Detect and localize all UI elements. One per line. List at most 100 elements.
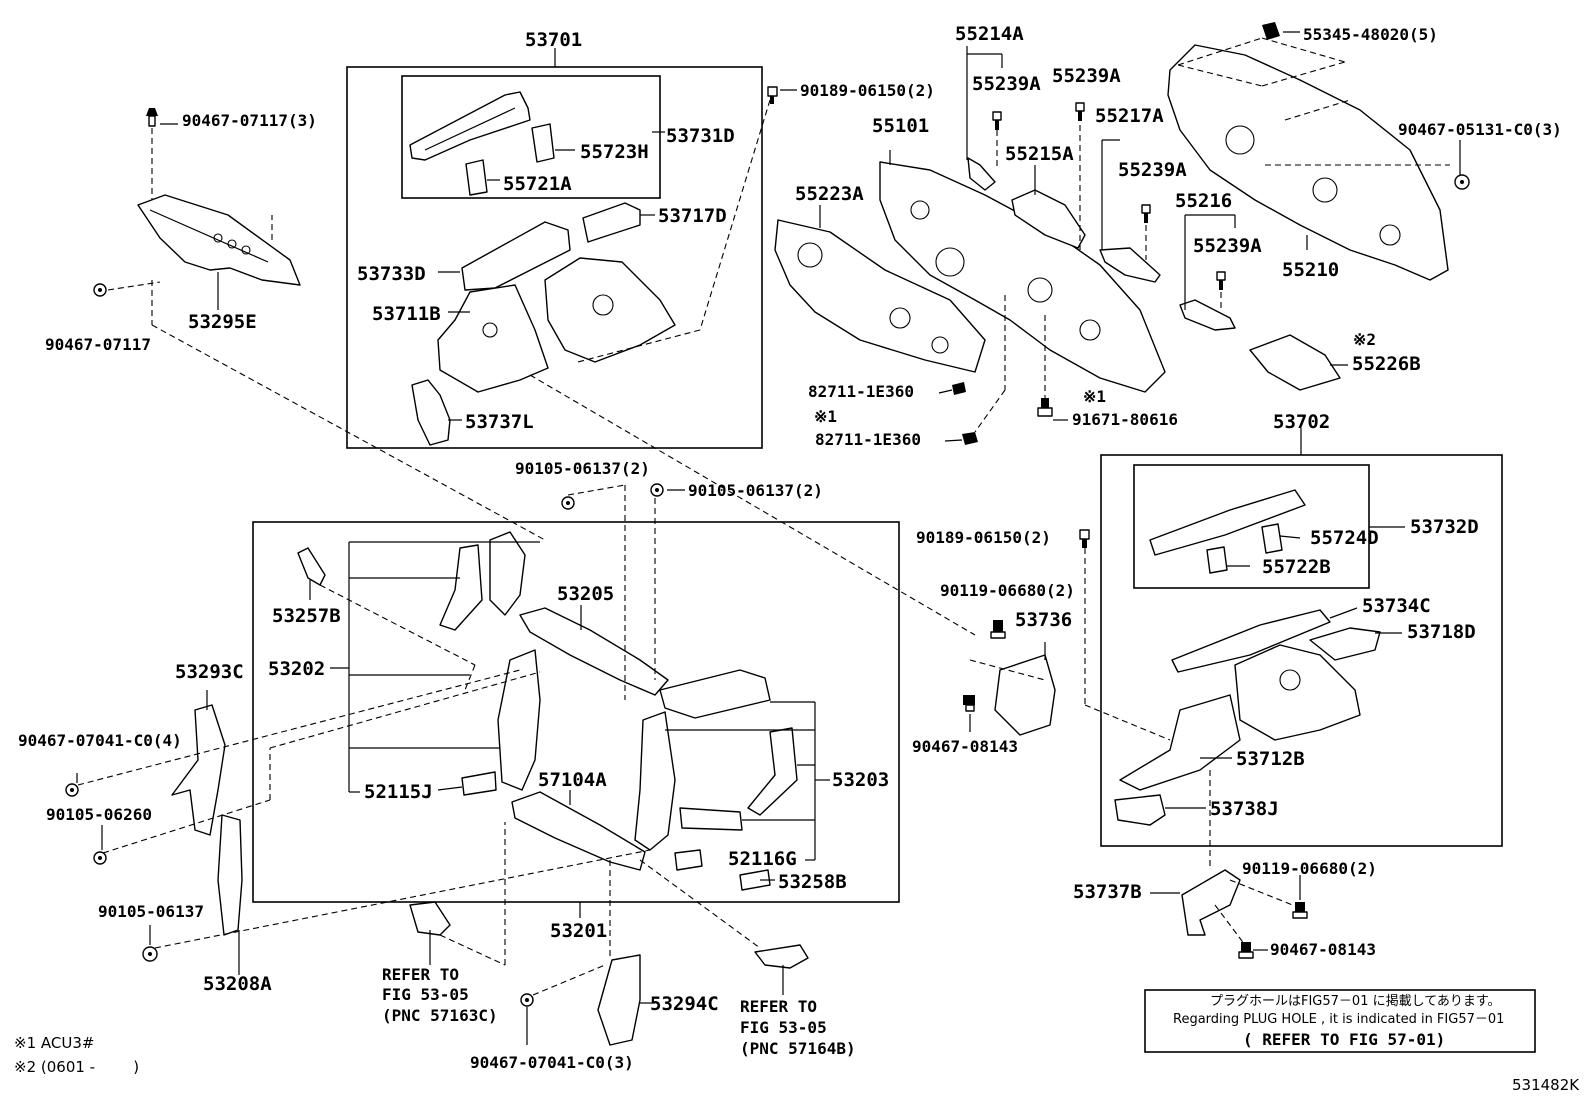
part-label: 90189-06150(2) [916, 528, 1051, 547]
refer-note-57164b: REFER TO FIG 53-05 (PNC 57164B) [740, 997, 856, 1058]
nut-icon [1454, 174, 1470, 190]
part-label: 90467-07117 [45, 335, 151, 354]
part-label: 55239A [972, 73, 1041, 95]
mark-label: ※1 [1083, 387, 1106, 406]
bracket-55217a-shape [1099, 247, 1161, 283]
part-label: 55239A [1118, 159, 1187, 181]
part-label: 55239A [1052, 65, 1121, 87]
bolt-icon [1238, 942, 1254, 959]
screw-icon [142, 946, 158, 962]
part-label: 53257B [272, 605, 341, 627]
bracket-55216-shape [1179, 299, 1236, 331]
screw-icon [520, 993, 534, 1007]
bracket-53257b-shape [297, 547, 326, 586]
plug-hole-note-japanese: プラグホールはFIG57－01 に掲載してあります。 [1210, 993, 1501, 1009]
dash-insulator-outer-shape [1167, 44, 1449, 281]
part-label: 82711-1E360 [808, 382, 914, 401]
screw-icon [1216, 271, 1226, 290]
plug-hole-note-reference: ( REFER TO FIG 57-01) [1243, 1030, 1445, 1049]
radiator-support-upper-member-shape [519, 607, 669, 696]
group-label-53203: 53203 [832, 769, 889, 791]
part-label: 53737B [1073, 881, 1142, 903]
hood-lock-support-53208a-shape [217, 814, 243, 936]
screw-icon [650, 483, 664, 497]
bracket-53737b-shape [1181, 869, 1241, 936]
part-label: 53736 [1015, 609, 1072, 631]
bracket-52115j-shape [461, 771, 497, 796]
rail-53734c-shape [1171, 609, 1331, 673]
part-label: 53734C [1362, 595, 1431, 617]
group-label-53702: 53702 [1273, 411, 1330, 433]
part-label: 90189-06150(2) [800, 81, 935, 100]
svg-text:FIG 53-05: FIG 53-05 [740, 1018, 827, 1037]
part-label: 52115J [364, 781, 433, 803]
apron-53712b-shape [1119, 644, 1361, 791]
bracket-53718d-shape [1309, 627, 1381, 661]
dash-panel-insulator-shape [774, 219, 986, 373]
subgroup-box-53731d [401, 75, 661, 199]
screw-icon [1075, 102, 1085, 121]
radiator-support-upper-shape [439, 531, 526, 631]
part-label: 52116G [728, 848, 797, 870]
part-label: 55722B [1262, 556, 1331, 578]
part-label: 53717D [658, 205, 727, 227]
bracket-53737l-shape [411, 379, 451, 446]
radiator-support-side-right-shape [634, 711, 676, 851]
screw-icon [992, 111, 1002, 130]
part-label: 53738J [1210, 798, 1279, 820]
diagram-id: 531482K [1512, 1076, 1580, 1094]
radiator-support-lower-shape [511, 791, 646, 871]
footnote-1: ※1 ACU3# [14, 1034, 94, 1052]
part-label: 90105-06137(2) [688, 481, 823, 500]
svg-text:FIG 53-05: FIG 53-05 [382, 985, 469, 1004]
bracket-55215a-shape [1011, 189, 1086, 249]
part-label: 53208A [203, 973, 272, 995]
bracket-55214a-shape [967, 157, 996, 191]
part-label: 53294C [650, 993, 719, 1015]
plug-hole-note-english: Regarding PLUG HOLE , it is indicated in… [1173, 1012, 1504, 1027]
apron-reinforcement-right-shape [1149, 489, 1306, 574]
brace-53203-shape [747, 727, 798, 816]
svg-text:(PNC 57163C): (PNC 57163C) [382, 1006, 498, 1025]
svg-text:REFER TO: REFER TO [382, 965, 459, 984]
part-label: 90467-05131-C0(3) [1398, 120, 1562, 139]
screw-icon [1079, 529, 1090, 548]
screw-icon [146, 108, 158, 127]
part-label: 53295E [188, 311, 257, 333]
part-label: 55723H [580, 141, 649, 163]
part-label: 53737L [465, 411, 534, 433]
bolt-icon [990, 620, 1006, 639]
screw-icon [93, 851, 107, 865]
part-label: 90467-08143 [912, 737, 1018, 756]
plug-hole-note-box [1144, 989, 1536, 1053]
mark-label: ※1 [814, 407, 837, 426]
insulator-55226b-shape [1249, 334, 1341, 391]
clip-icon [1262, 22, 1280, 40]
part-label: 55345-48020(5) [1303, 25, 1438, 44]
part-label: 90467-07041-C0(3) [470, 1053, 634, 1072]
part-label: 55210 [1282, 259, 1339, 281]
part-label: 53205 [557, 583, 614, 605]
clip-icon [952, 382, 966, 395]
part-label: 55223A [795, 183, 864, 205]
refer-note-57163c: REFER TO FIG 53-05 (PNC 57163C) [382, 965, 498, 1025]
group-box-53201 [252, 521, 900, 903]
part-label: 90467-07117(3) [182, 111, 317, 130]
bracket-53293c-shape [171, 704, 226, 836]
bolt-icon [1037, 398, 1053, 417]
part-label: 57104A [538, 769, 607, 791]
part-label: 55101 [872, 115, 929, 137]
part-label: 90105-06137 [98, 902, 204, 921]
clip-icon [962, 432, 978, 445]
screw-icon [767, 86, 778, 104]
part-label: 53718D [1407, 621, 1476, 643]
screw-icon [561, 496, 575, 510]
bracket-53738j-shape [1114, 794, 1166, 826]
seal-57164b-shape [754, 944, 809, 969]
group-label-53202: 53202 [268, 658, 325, 680]
part-label: 91671-80616 [1072, 410, 1178, 429]
group-label-55217a: 55217A [1095, 105, 1164, 127]
part-label: 53733D [357, 263, 426, 285]
part-label: 90105-06260 [46, 805, 152, 824]
part-label: 55721A [503, 173, 572, 195]
